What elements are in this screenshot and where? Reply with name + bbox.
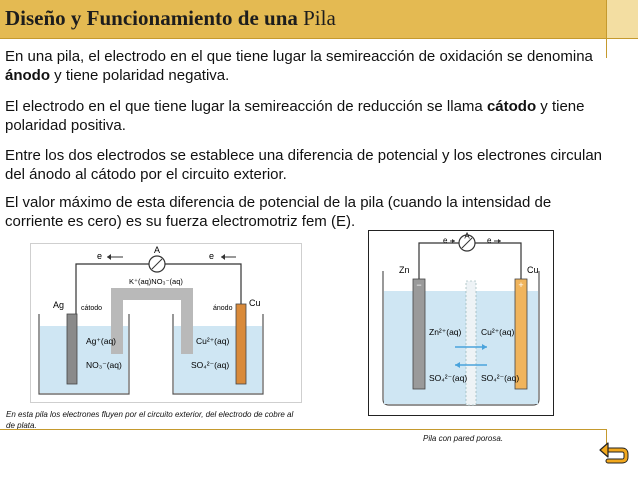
- wire-left: [75, 263, 149, 314]
- paragraph-text: El valor máximo de esta diferencia de po…: [5, 194, 552, 230]
- ion-label: Cu²⁺(aq): [481, 327, 514, 337]
- beaker-left: [38, 314, 130, 395]
- ion-label: Zn²⁺(aq): [429, 327, 462, 337]
- arrowhead: [498, 239, 501, 243]
- paragraph-text: El electrodo en el que tiene lugar la se…: [5, 98, 487, 115]
- title-bar-extension: [606, 0, 638, 38]
- arrowhead: [482, 344, 487, 350]
- paragraph-cathode: El electrodo en el que tiene lugar la se…: [5, 97, 605, 135]
- arrowhead: [107, 254, 111, 260]
- title-divider-vertical: [606, 0, 607, 58]
- paragraph-text: Entre los dos electrodos se establece un…: [5, 147, 603, 183]
- role-label-cathode: cátodo: [81, 305, 102, 312]
- paragraph-potential: Entre los dos electrodos se establece un…: [5, 146, 605, 184]
- arrowhead: [221, 254, 225, 260]
- page-title: Diseño y Funcionamiento de una Pila: [5, 6, 336, 31]
- return-arrow-icon: [599, 442, 629, 464]
- ion-label: NO₃⁻(aq): [86, 360, 122, 370]
- beaker-right: [172, 314, 264, 395]
- electron-label-left: e: [97, 251, 102, 261]
- copper-electrode: [235, 303, 247, 385]
- porous-wall: [465, 280, 477, 406]
- footer-divider-vertical: [606, 429, 607, 451]
- ammeter-needle: [151, 258, 163, 270]
- beaker: [382, 271, 540, 406]
- title-light: Pila: [303, 6, 336, 30]
- ion-label: SO₄²⁻(aq): [191, 360, 229, 370]
- term-anode: ánodo: [5, 67, 50, 84]
- electron-label-left: e: [443, 236, 448, 245]
- paragraph-fem: El valor máximo de esta diferencia de po…: [5, 193, 605, 231]
- figure1-caption: En esta pila los electrones fluyen por e…: [6, 410, 294, 430]
- figure-salt-bridge-cell: A e e K⁺(aq)NO₃⁻(aq) Ag Cu cátodo ánodo …: [30, 243, 302, 403]
- electron-label-right: e: [209, 251, 214, 261]
- wire-right: [475, 242, 522, 279]
- back-button[interactable]: [598, 440, 630, 466]
- silver-electrode: [66, 313, 78, 385]
- title-bar: [0, 0, 606, 38]
- metal-label-right: Cu: [527, 265, 539, 275]
- metal-label-left: Ag: [53, 300, 64, 310]
- wire-left: [418, 242, 459, 279]
- positive-sign: +: [518, 280, 523, 290]
- ion-label: Ag⁺(aq): [86, 336, 116, 346]
- paragraph-anode: En una pila, el electrodo en el que tien…: [5, 47, 605, 85]
- figure2-caption: Pila con pared porosa.: [423, 434, 504, 443]
- ammeter-needle: [461, 237, 473, 249]
- metal-label-right: Cu: [249, 298, 261, 308]
- ammeter-label: A: [154, 245, 160, 255]
- porous-wall-cell-diagram: A e e − + Zn Cu Zn²⁺(aq) SO₄²⁻(aq) Cu²⁺(…: [382, 232, 540, 406]
- term-cathode: cátodo: [486, 98, 537, 115]
- ammeter-label: A: [464, 232, 470, 241]
- paragraph-text: y tiene polaridad negativa.: [50, 67, 230, 84]
- title-divider-horizontal: [0, 38, 638, 39]
- paragraph-text: ).: [345, 213, 356, 230]
- negative-sign: −: [416, 280, 421, 290]
- figure-porous-wall-cell: A e e − + Zn Cu Zn²⁺(aq) SO₄²⁻(aq) Cu²⁺(…: [368, 230, 554, 416]
- zinc-electrode: [412, 278, 426, 390]
- salt-bridge-cell-diagram: A e e K⁺(aq)NO₃⁻(aq) Ag Cu cátodo ánodo …: [38, 245, 264, 395]
- ion-label: Cu²⁺(aq): [196, 336, 229, 346]
- salt-bridge-ions: K⁺(aq)NO₃⁻(aq): [129, 277, 183, 286]
- footer-divider-horizontal: [0, 429, 606, 430]
- arrowhead: [455, 362, 460, 368]
- salt-bridge: [111, 288, 193, 354]
- copper-electrode: [514, 278, 528, 390]
- arrowhead: [452, 239, 455, 243]
- metal-label-left: Zn: [399, 265, 410, 275]
- paragraph-text: y tiene polaridad positiva.: [5, 98, 585, 134]
- paragraph-text: En una pila, el electrodo en el que tien…: [5, 48, 593, 65]
- wire-right: [165, 263, 242, 304]
- electron-label-right: e: [487, 236, 492, 245]
- ion-label: SO₄²⁻(aq): [481, 373, 519, 383]
- role-label-anode: ánodo: [213, 305, 233, 312]
- ion-label: SO₄²⁻(aq): [429, 373, 467, 383]
- title-bold: Diseño y Funcionamiento de una: [5, 6, 298, 30]
